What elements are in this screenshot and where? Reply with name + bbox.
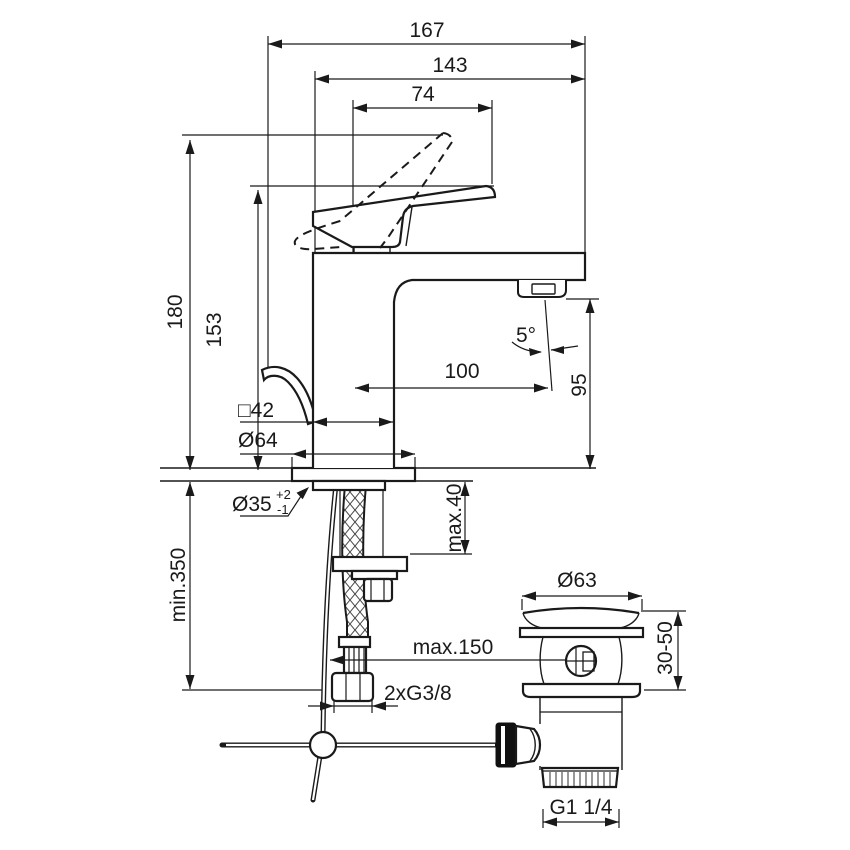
dashed-lever-tip — [442, 132, 453, 143]
drain-assembly — [330, 606, 645, 789]
dim-label-min350: min.350 — [167, 548, 190, 623]
arrowhead — [673, 676, 683, 690]
supply-hose — [330, 484, 409, 703]
dim-label-64: Ø64 — [238, 429, 278, 452]
thread-hatch — [549, 772, 611, 786]
dashed-lever-edge — [339, 132, 444, 222]
arrowhead — [543, 817, 557, 827]
waste-plug-flare — [522, 612, 640, 629]
arrowhead — [460, 540, 470, 554]
arrowhead — [253, 190, 263, 204]
arrowhead — [320, 701, 334, 711]
dim-label-angle: 5° — [516, 324, 536, 347]
spray-angle-line — [544, 299, 553, 392]
dim-label-153: 153 — [203, 312, 226, 347]
arrowhead — [379, 417, 393, 427]
dim-label-167: 167 — [409, 19, 444, 42]
pivot-ring — [308, 730, 338, 760]
lever-handle-open-dashed — [293, 132, 453, 251]
arrowhead — [522, 591, 536, 601]
arrowhead — [372, 701, 386, 711]
arrowhead — [605, 817, 619, 827]
dim-label-42: □42 — [238, 399, 274, 422]
faucet — [290, 132, 587, 492]
rod-ball-joint — [514, 724, 542, 766]
aerator-insert — [531, 283, 556, 295]
vertical-rod-core — [311, 483, 338, 801]
arrowhead — [296, 487, 309, 500]
arrowhead — [292, 449, 306, 459]
base-flange — [311, 479, 387, 492]
arrowhead — [585, 455, 595, 469]
dim-label-74: 74 — [411, 83, 435, 106]
gland-highlight — [501, 726, 505, 764]
rod-gland — [495, 722, 517, 768]
dim-label-max40: max.40 — [443, 484, 466, 553]
dim-label-35-tol-minus: -1 — [277, 502, 289, 517]
arrowhead — [185, 482, 195, 496]
waste-body — [539, 697, 623, 770]
arrowhead — [529, 348, 542, 356]
bracket-step — [350, 569, 399, 581]
arrowhead — [268, 39, 282, 49]
arrowhead — [353, 103, 367, 113]
pop-up-linkage — [219, 365, 500, 803]
arrowhead — [355, 383, 369, 393]
rod-hole-detail — [582, 651, 595, 672]
arrowhead — [534, 383, 548, 393]
waste-plug-top — [522, 606, 640, 615]
arrowhead — [571, 74, 585, 84]
base-plate — [290, 466, 417, 483]
dim-label-180: 180 — [164, 294, 187, 329]
handle-foot — [353, 247, 391, 252]
dim-label-35-tol-plus: +2 — [276, 487, 291, 502]
waste-flange — [518, 626, 645, 639]
dim-label-100: 100 — [444, 360, 479, 383]
dim-label-g114: G1 1/4 — [549, 796, 612, 819]
dim-label-3050: 30-50 — [654, 621, 677, 675]
waste-lower-flange — [521, 682, 642, 699]
arrowhead — [628, 591, 642, 601]
dim-label-max150: max.150 — [413, 636, 494, 659]
lever-handle-closed — [311, 184, 497, 249]
arrowhead — [571, 39, 585, 49]
pop-up-knob-hook — [260, 365, 318, 426]
arrowhead — [673, 612, 683, 626]
arrowhead — [185, 456, 195, 470]
dimension-lines — [189, 43, 679, 823]
mounting-nut — [362, 577, 394, 603]
hose-ferrule — [337, 635, 372, 649]
arrowhead — [585, 299, 595, 313]
mounting-bracket — [331, 555, 409, 573]
ball-joint-line — [529, 728, 536, 762]
dim-label-g38: 2xG3/8 — [384, 682, 452, 705]
dashed-lever-base — [293, 220, 342, 251]
arrowhead — [330, 655, 344, 665]
hose-hex-nut — [330, 671, 375, 703]
dim-label-35: Ø35 — [232, 493, 272, 516]
dim-label-63: Ø63 — [557, 569, 597, 592]
dim-label-143: 143 — [432, 54, 467, 77]
faucet-body — [311, 251, 587, 468]
handle-neck-line — [405, 206, 413, 247]
dim-label-95: 95 — [568, 373, 591, 396]
arrowhead — [551, 346, 564, 354]
waste-spool — [539, 636, 623, 685]
arrowhead — [460, 482, 470, 496]
arrowhead — [315, 74, 329, 84]
arrowhead — [253, 456, 263, 470]
arrowhead — [185, 675, 195, 689]
arrowhead — [185, 140, 195, 154]
arrowhead — [401, 449, 415, 459]
arrowhead — [478, 103, 492, 113]
dia35-leader — [240, 492, 304, 517]
arrowhead — [313, 417, 327, 427]
dimension-labels: 167 143 74 180 153 min.350 95 100 5° □42… — [164, 19, 677, 819]
arrowheads — [185, 39, 683, 827]
dashed-lever-edge — [379, 141, 453, 249]
